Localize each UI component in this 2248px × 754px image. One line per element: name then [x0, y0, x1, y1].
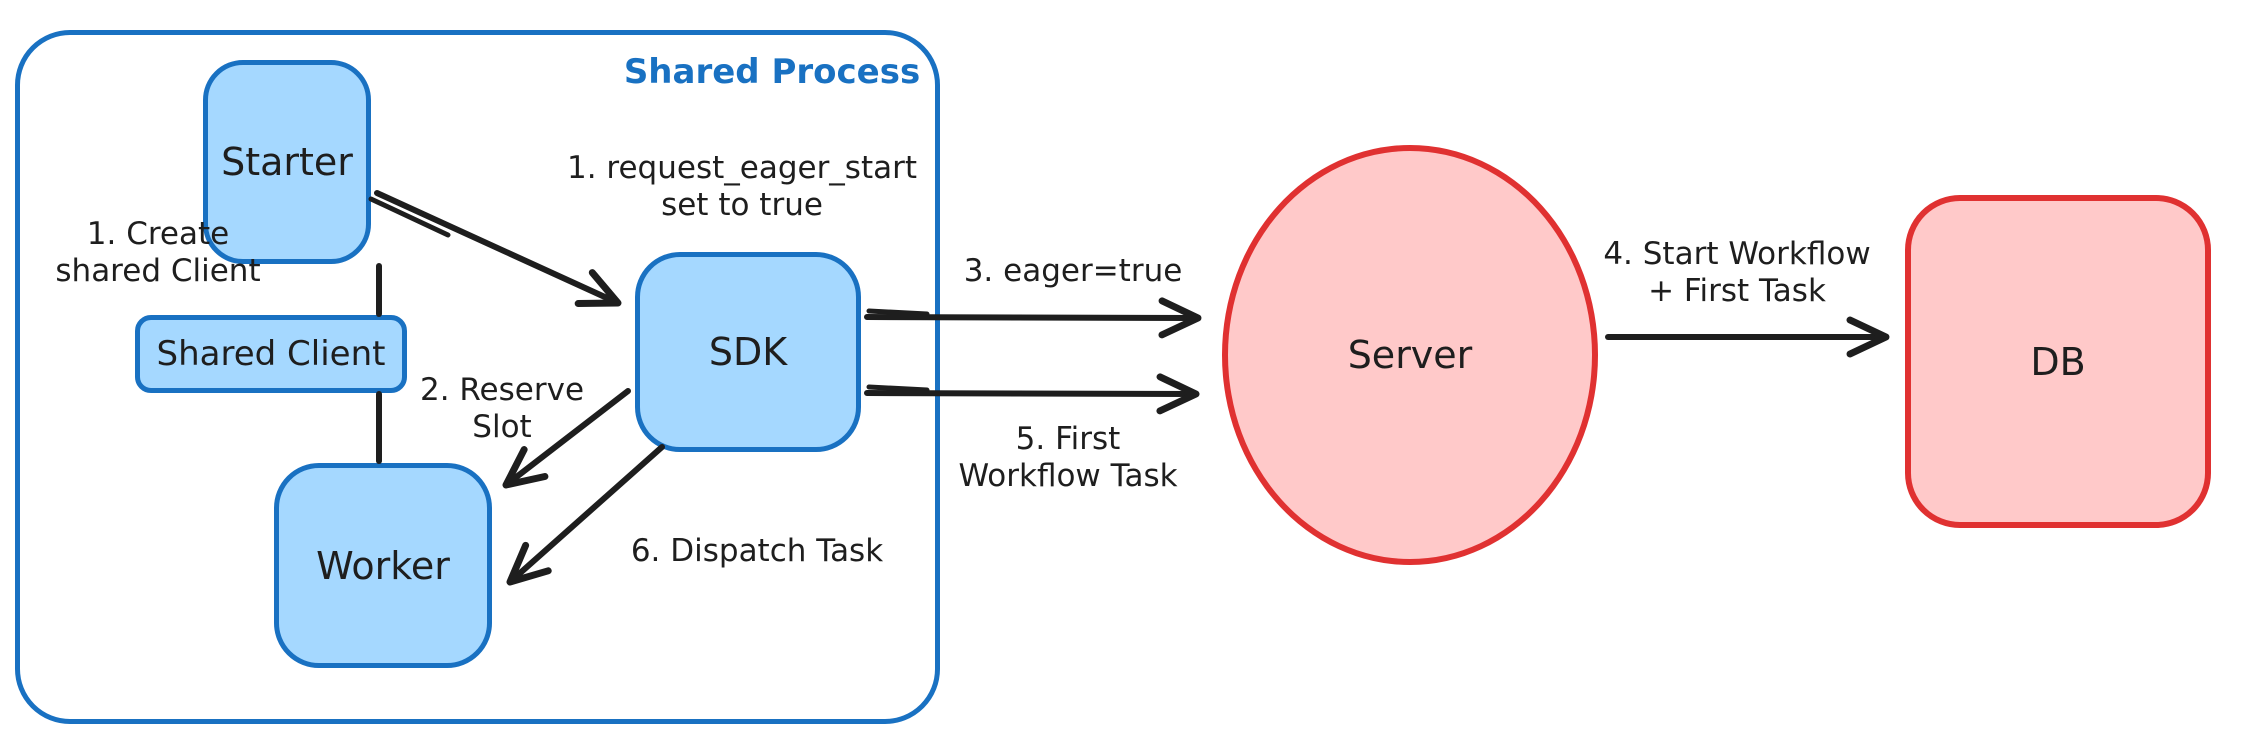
- node-db-label: DB: [2030, 339, 2086, 384]
- note-request-eager-start: 1. request_eager_start set to true: [567, 150, 917, 224]
- note-line: Workflow Task: [958, 458, 1178, 495]
- node-server-label: Server: [1347, 333, 1473, 377]
- note-eager-true: 3. eager=true: [963, 253, 1183, 289]
- shared-process-label: Shared Process: [623, 52, 921, 92]
- note-line: Slot: [472, 409, 532, 446]
- note-line: 1. Create: [86, 216, 230, 252]
- shared-process-group: [15, 30, 940, 724]
- note-line: 2. Reserve: [419, 372, 585, 408]
- note-line: 1. request_eager_start: [566, 150, 918, 186]
- node-shared-client: Shared Client: [135, 315, 407, 393]
- note-line: 5. First: [1015, 421, 1121, 457]
- note-create-shared-client: 1. Create shared Client: [55, 216, 260, 290]
- node-worker-label: Worker: [316, 543, 450, 588]
- node-shared-client-label: Shared Client: [156, 334, 386, 374]
- note-dispatch-task: 6. Dispatch Task: [630, 533, 884, 569]
- node-sdk-label: SDK: [708, 330, 788, 374]
- note-start-workflow-first-task: 4. Start Workflow + First Task: [1603, 236, 1870, 310]
- node-server: Server: [1222, 145, 1598, 565]
- note-line: shared Client: [55, 253, 261, 290]
- node-sdk: SDK: [635, 252, 861, 452]
- node-starter: Starter: [203, 60, 371, 264]
- note-line: set to true: [661, 187, 823, 224]
- note-reserve-slot: 2. Reserve Slot: [420, 372, 584, 446]
- note-first-workflow-task: 5. First Workflow Task: [958, 421, 1177, 495]
- node-starter-label: Starter: [221, 140, 353, 184]
- node-db: DB: [1905, 195, 2211, 528]
- note-line: + First Task: [1648, 273, 1826, 310]
- note-line: 4. Start Workflow: [1603, 236, 1871, 272]
- node-worker: Worker: [274, 463, 492, 668]
